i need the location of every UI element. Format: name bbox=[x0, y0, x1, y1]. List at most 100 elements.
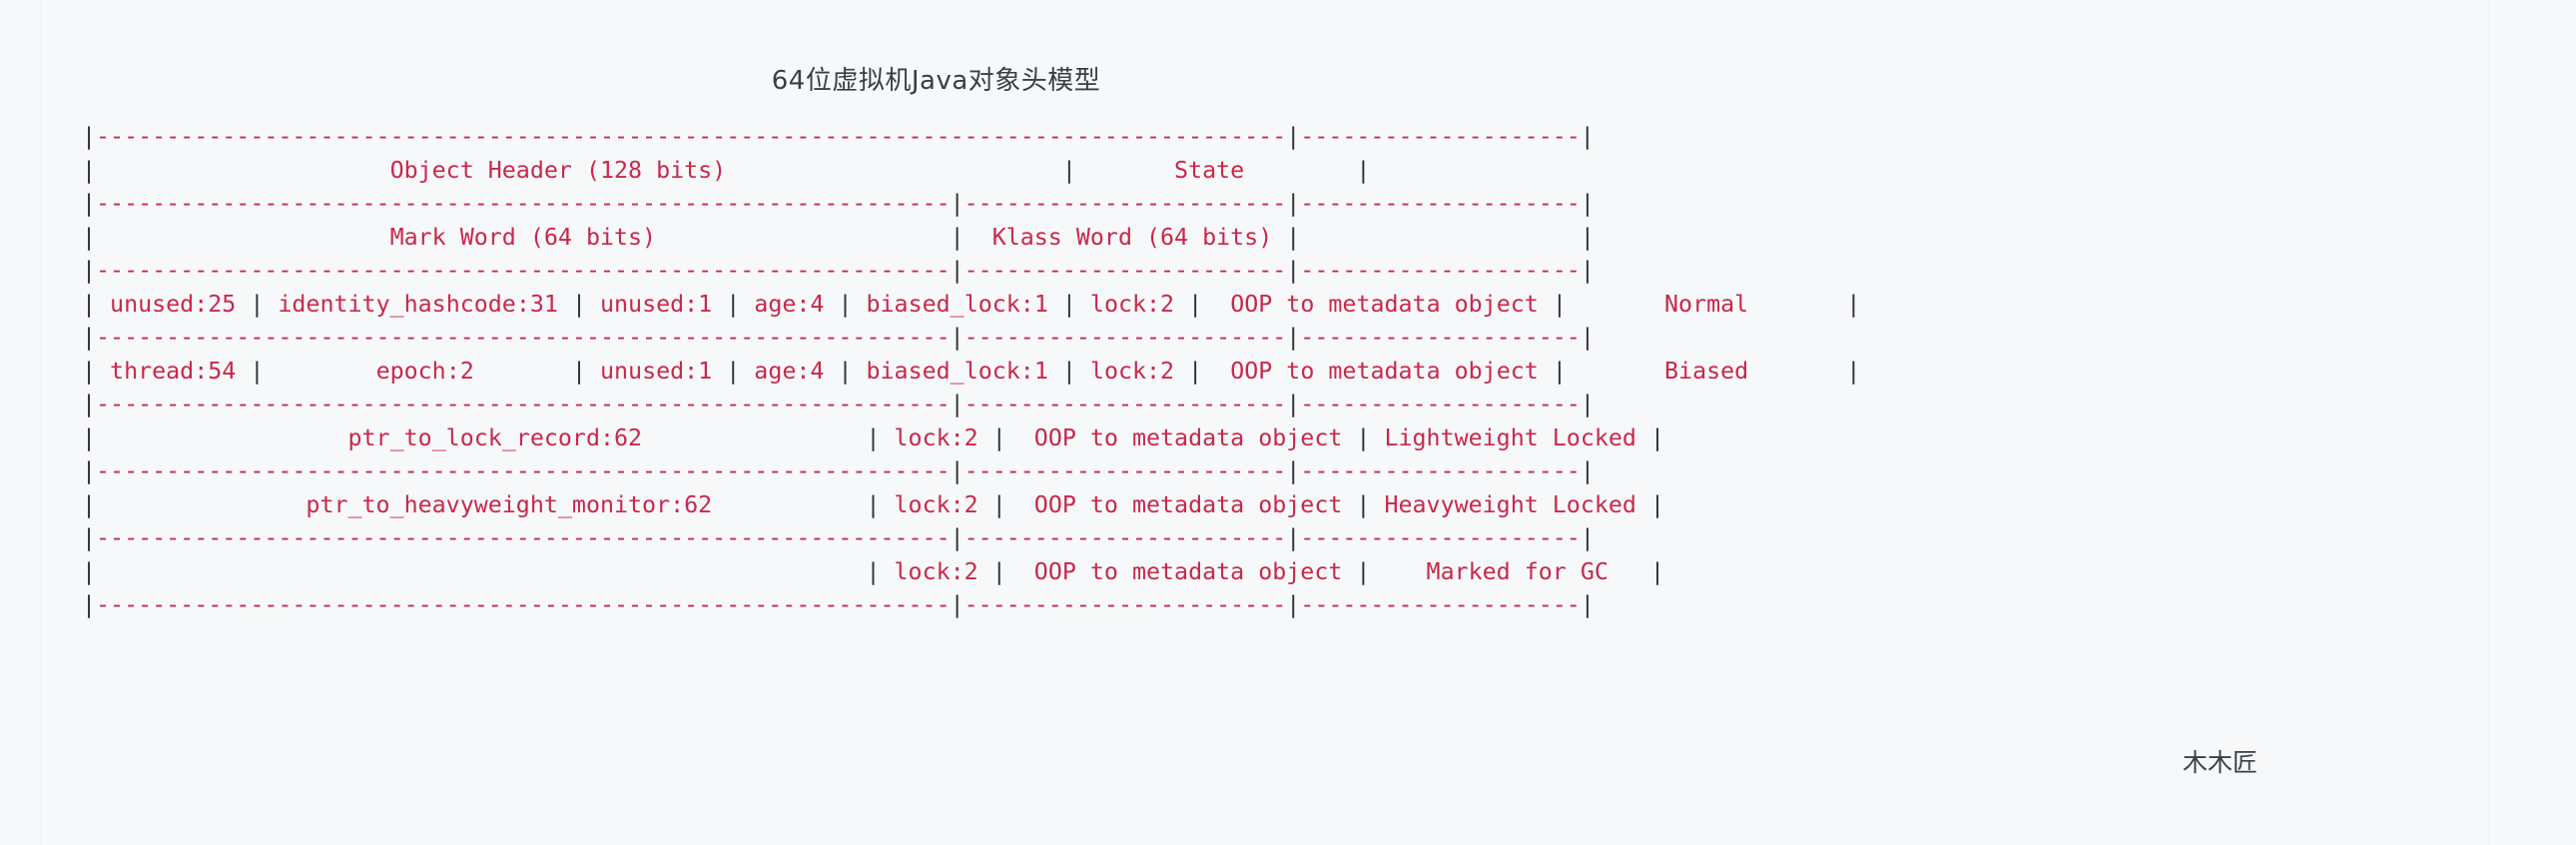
diagram-line-sep-3: |---------------------------------------… bbox=[82, 321, 1860, 355]
cell-divider: | bbox=[1061, 290, 1076, 318]
row-rule: ----------------------------------------… bbox=[96, 457, 951, 485]
cell-text: ptr_to_lock_record:62 bbox=[96, 423, 867, 451]
cell-text: thread:54 bbox=[96, 357, 251, 385]
row-rule: -------------------- bbox=[1300, 391, 1581, 419]
diagram-line-row-word-headers: | Mark Word (64 bits) | Klass Word (64 b… bbox=[82, 221, 1860, 255]
cell-divider: | bbox=[82, 391, 97, 419]
cell-text: Klass Word (64 bits) bbox=[964, 223, 1287, 251]
cell-divider: | bbox=[726, 357, 741, 385]
cell-divider: | bbox=[1552, 290, 1567, 318]
cell-divider: | bbox=[1580, 591, 1595, 619]
row-rule: ----------------------- bbox=[964, 257, 1287, 285]
cell-text: State bbox=[1075, 156, 1357, 184]
cell-divider: | bbox=[1286, 257, 1301, 285]
cell-divider: | bbox=[1286, 324, 1301, 352]
cell-divider: | bbox=[82, 557, 97, 585]
cell-divider: | bbox=[82, 423, 97, 451]
cell-divider: | bbox=[1846, 357, 1861, 385]
cell-divider: | bbox=[1580, 257, 1595, 285]
row-rule: ----------------------- bbox=[964, 457, 1287, 485]
cell-divider: | bbox=[1061, 156, 1076, 184]
diagram-line-sep-6: |---------------------------------------… bbox=[82, 521, 1860, 555]
row-rule: ----------------------- bbox=[964, 524, 1287, 552]
diagram-line-sep-5: |---------------------------------------… bbox=[82, 454, 1860, 488]
cell-text: lock:2 bbox=[1075, 290, 1189, 318]
cell-text: Mark Word (64 bits) bbox=[96, 223, 951, 251]
cell-divider: | bbox=[991, 423, 1006, 451]
cell-divider: | bbox=[82, 223, 97, 251]
row-rule: ----------------------------------------… bbox=[96, 391, 951, 419]
cell-divider: | bbox=[250, 290, 265, 318]
diagram-title-text: 64位虚拟机Java对象头模型 bbox=[771, 66, 1101, 96]
row-rule: ----------------------- bbox=[964, 190, 1287, 218]
cell-text: lock:2 bbox=[880, 423, 992, 451]
cell-text: OOP to metadata object bbox=[1005, 423, 1357, 451]
cell-divider: | bbox=[82, 257, 97, 285]
row-rule: ----------------------- bbox=[964, 391, 1287, 419]
cell-divider: | bbox=[82, 591, 97, 619]
cell-divider: | bbox=[950, 324, 965, 352]
row-rule: -------------------- bbox=[1300, 257, 1581, 285]
cell-text: biased_lock:1 bbox=[852, 357, 1062, 385]
cell-divider: | bbox=[1580, 223, 1595, 251]
cell-text: ptr_to_heavyweight_monitor:62 bbox=[96, 490, 867, 518]
cell-divider: | bbox=[950, 257, 965, 285]
cell-text: OOP to metadata object bbox=[1005, 557, 1357, 585]
cell-text: epoch:2 bbox=[264, 357, 572, 385]
cell-divider: | bbox=[1846, 290, 1861, 318]
cell-divider: | bbox=[1188, 357, 1203, 385]
row-rule: ----------------------------------------… bbox=[96, 190, 951, 218]
cell-divider: | bbox=[1356, 156, 1371, 184]
diagram-line-sep-7: |---------------------------------------… bbox=[82, 588, 1860, 622]
cell-text: Normal bbox=[1566, 290, 1847, 318]
cell-divider: | bbox=[1552, 357, 1567, 385]
diagram-line-row-biased: | thread:54 | epoch:2 | unused:1 | age:4… bbox=[82, 355, 1860, 389]
cell-divider: | bbox=[82, 190, 97, 218]
cell-divider: | bbox=[1356, 490, 1371, 518]
cell-divider: | bbox=[1580, 190, 1595, 218]
cell-divider: | bbox=[1580, 391, 1595, 419]
cell-divider: | bbox=[82, 357, 97, 385]
cell-divider: | bbox=[1286, 391, 1301, 419]
diagram-line-sep-2: |---------------------------------------… bbox=[82, 254, 1860, 288]
cell-divider: | bbox=[1286, 223, 1301, 251]
cell-text: biased_lock:1 bbox=[852, 290, 1062, 318]
cell-divider: | bbox=[1356, 423, 1371, 451]
cell-divider: | bbox=[950, 457, 965, 485]
cell-divider: | bbox=[1286, 524, 1301, 552]
diagram-line-sep-4: |---------------------------------------… bbox=[82, 388, 1860, 422]
cell-divider: | bbox=[250, 357, 265, 385]
cell-divider: | bbox=[1286, 123, 1301, 151]
cell-divider: | bbox=[571, 290, 586, 318]
cell-divider: | bbox=[1580, 123, 1595, 151]
cell-text: lock:2 bbox=[1075, 357, 1189, 385]
cell-divider: | bbox=[82, 457, 97, 485]
cell-text: OOP to metadata object bbox=[1202, 290, 1553, 318]
cell-divider: | bbox=[1188, 290, 1203, 318]
cell-divider: | bbox=[866, 490, 881, 518]
cell-text: age:4 bbox=[740, 290, 839, 318]
diagram-line-row-normal: | unused:25 | identity_hashcode:31 | unu… bbox=[82, 288, 1860, 322]
cell-divider: | bbox=[82, 490, 97, 518]
diagram-line-sep-0: |---------------------------------------… bbox=[82, 120, 1860, 154]
cell-text: Marked for GC bbox=[1370, 557, 1650, 585]
row-rule: ----------------------- bbox=[964, 324, 1287, 352]
cell-divider: | bbox=[950, 223, 965, 251]
cell-divider: | bbox=[1286, 591, 1301, 619]
row-rule: ----------------------- bbox=[964, 591, 1287, 619]
cell-text bbox=[96, 558, 866, 585]
cell-divider: | bbox=[82, 524, 97, 552]
cell-divider: | bbox=[838, 357, 853, 385]
diagram-line-row-lightweight: | ptr_to_lock_record:62 | lock:2 | OOP t… bbox=[82, 422, 1860, 455]
cell-divider: | bbox=[1649, 490, 1664, 518]
cell-text: Biased bbox=[1566, 357, 1847, 385]
cell-text: lock:2 bbox=[880, 557, 992, 585]
row-rule: -------------------- bbox=[1300, 123, 1581, 151]
row-rule: ----------------------------------------… bbox=[96, 257, 951, 285]
cell-divider: | bbox=[950, 391, 965, 419]
cell-text bbox=[1300, 224, 1581, 251]
cell-text: Lightweight Locked bbox=[1370, 423, 1650, 451]
row-rule: -------------------- bbox=[1300, 324, 1581, 352]
cell-divider: | bbox=[1649, 423, 1664, 451]
